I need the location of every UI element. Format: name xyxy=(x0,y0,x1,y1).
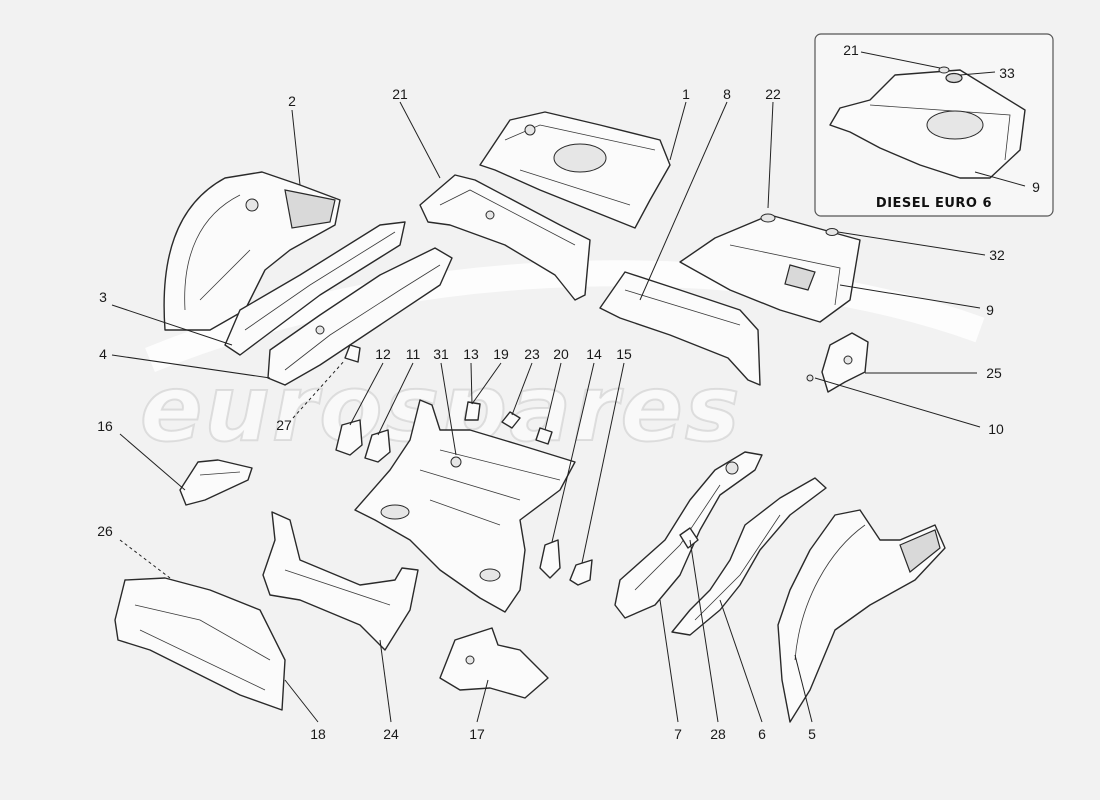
callout-26: 26 xyxy=(97,523,113,539)
callout-9-main: 9 xyxy=(986,302,994,318)
part-22-rear-cross-member[interactable] xyxy=(419,174,591,301)
callout-17: 17 xyxy=(469,726,485,742)
callout-28: 28 xyxy=(710,726,726,742)
callout-4: 4 xyxy=(99,346,107,362)
callout-22: 21 xyxy=(392,86,408,102)
part-1-parcel-shelf[interactable] xyxy=(479,111,671,229)
part-8-bumper-beam[interactable] xyxy=(599,271,761,386)
callout-12: 11 xyxy=(406,346,421,362)
part-3-rail-upper-left[interactable] xyxy=(224,221,406,356)
part-6-inner-rail[interactable] xyxy=(671,477,827,636)
part-17-bracket[interactable] xyxy=(439,627,549,699)
callout-33: 33 xyxy=(999,65,1015,81)
callout-14: 14 xyxy=(586,346,602,362)
part-23-clip[interactable] xyxy=(501,411,521,429)
callout-11: 13 xyxy=(463,346,479,362)
callout-24: 24 xyxy=(383,726,399,742)
watermark: eurospares xyxy=(139,260,985,463)
part-20-clip[interactable] xyxy=(535,427,553,445)
callout-1: 1 xyxy=(682,86,690,102)
callout-2: 2 xyxy=(288,93,296,109)
callout-20: 20 xyxy=(553,346,569,362)
callout-18: 18 xyxy=(310,726,326,742)
callout-labels: 2 21 1 8 22 21 33 9 32 9 25 10 3 4 27 12… xyxy=(97,42,1040,742)
inset-label: DIESEL EURO 6 xyxy=(876,196,992,211)
part-24-crossmember[interactable] xyxy=(262,511,419,651)
callout-7: 7 xyxy=(674,726,682,742)
part-2-wheel-arch-left[interactable] xyxy=(163,171,341,331)
callout-21-inset: 21 xyxy=(843,42,859,58)
part-14-bracket[interactable] xyxy=(539,539,561,579)
part-12-bracket[interactable] xyxy=(364,429,391,463)
part-floor-panel[interactable] xyxy=(354,399,576,613)
part-11-clip[interactable] xyxy=(464,401,481,421)
callout-19: 19 xyxy=(493,346,509,362)
callout-32: 32 xyxy=(989,247,1005,263)
callout-21-main: 22 xyxy=(765,86,781,102)
callout-8: 8 xyxy=(723,86,731,102)
callout-5: 5 xyxy=(808,726,816,742)
callout-27: 27 xyxy=(276,417,292,433)
callout-6: 6 xyxy=(758,726,766,742)
inset-diesel-euro-6: DIESEL EURO 6 xyxy=(814,33,1054,217)
callout-23: 23 xyxy=(524,346,540,362)
callout-13: 12 xyxy=(375,346,391,362)
callout-25: 25 xyxy=(986,365,1002,381)
callout-9-inset: 9 xyxy=(1032,179,1040,195)
part-27-clip[interactable] xyxy=(344,344,361,363)
part-15-bracket[interactable] xyxy=(569,559,593,586)
part-25-bracket[interactable] xyxy=(806,332,869,393)
watermark-text: eurospares xyxy=(140,355,742,462)
part-9-spare-wheel-well[interactable] xyxy=(679,213,861,323)
part-13-bracket[interactable] xyxy=(335,419,363,456)
callout-31: 31 xyxy=(433,346,449,362)
leader-lines xyxy=(111,51,1026,723)
part-18-rear-panel[interactable] xyxy=(114,577,286,711)
part-16-reinforcement[interactable] xyxy=(179,459,253,506)
part-28-plate[interactable] xyxy=(679,527,699,549)
callout-16: 16 xyxy=(97,418,113,434)
part-5-wheel-arch-right[interactable] xyxy=(777,509,946,723)
callout-10: 10 xyxy=(988,421,1004,437)
part-4-rail-lower-left[interactable] xyxy=(267,247,453,386)
callout-3: 3 xyxy=(99,289,107,305)
callout-15: 15 xyxy=(616,346,632,362)
